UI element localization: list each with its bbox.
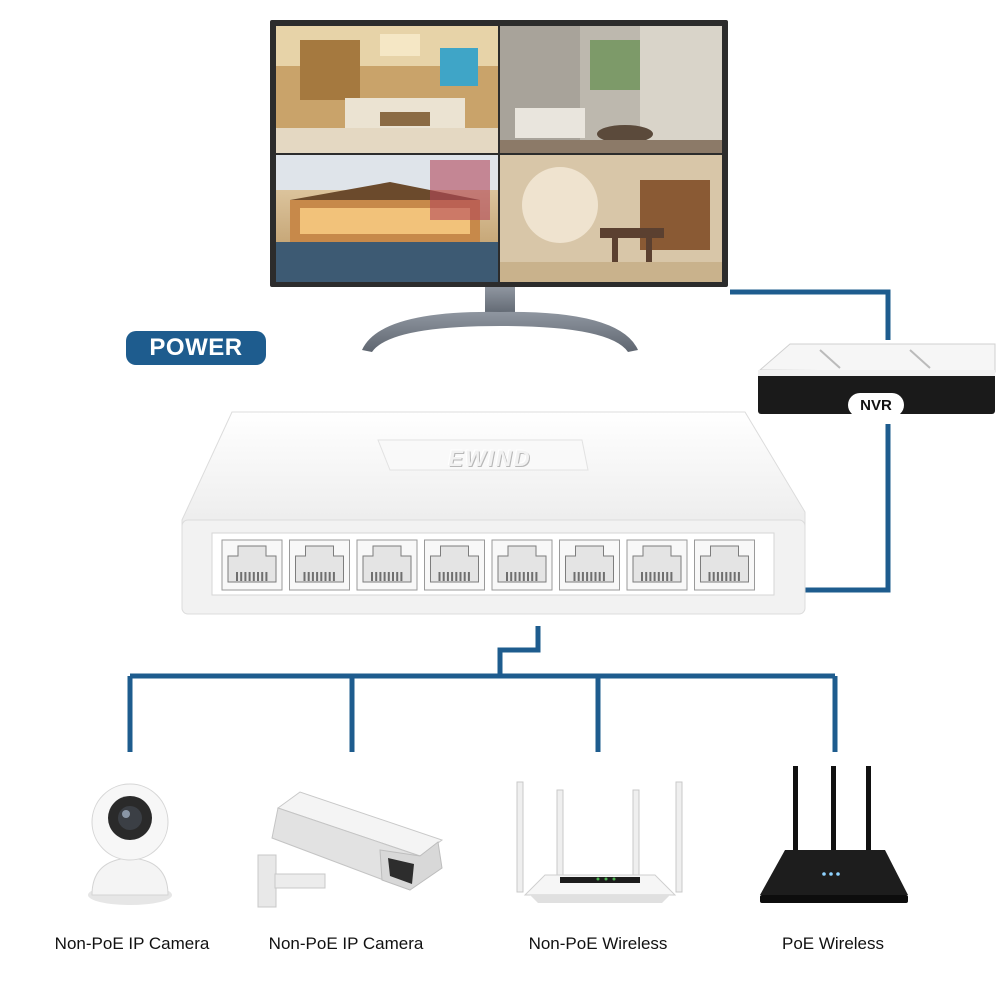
power-badge: POWER <box>126 331 266 365</box>
rj45-port <box>694 539 755 591</box>
black-router-icon <box>760 766 908 903</box>
switch-ports <box>221 539 755 591</box>
nvr-device <box>758 343 996 414</box>
dome-camera-icon <box>88 783 172 905</box>
rj45-port <box>491 539 553 591</box>
connection-lines <box>127 289 891 752</box>
monitor-tile-courtyard <box>500 26 722 153</box>
rj45-port <box>424 539 485 591</box>
bullet-camera-icon <box>257 791 444 908</box>
nvr-switch-link <box>796 424 891 593</box>
rj45-port <box>289 539 350 591</box>
device-caption-3: Non-PoE Wireless <box>528 934 668 953</box>
monitor-tile-dining-room <box>500 155 722 282</box>
white-router-icon <box>516 781 683 903</box>
monitor-tile-living-room <box>276 26 498 153</box>
monitor-neck <box>485 287 515 315</box>
nvr-label: NVR <box>848 393 904 417</box>
device-caption-4: PoE Wireless <box>781 934 885 953</box>
monitor-stand-base <box>362 311 638 352</box>
ethernet-switch <box>181 411 806 615</box>
monitor-tile-pool-house <box>276 155 498 282</box>
rj45-port <box>559 539 620 591</box>
switch-brand-logo: EWIND <box>448 446 532 471</box>
rj45-port <box>221 539 283 591</box>
switch-down-link <box>497 626 541 676</box>
rj45-port <box>356 539 418 591</box>
device-caption-1: Non-PoE IP Camera <box>54 934 210 953</box>
device-caption-2: Non-PoE IP Camera <box>268 934 424 953</box>
monitor <box>270 20 728 352</box>
switch-label-panel <box>377 439 589 471</box>
rj45-port <box>626 539 688 591</box>
monitor-nvr-link <box>730 289 891 340</box>
